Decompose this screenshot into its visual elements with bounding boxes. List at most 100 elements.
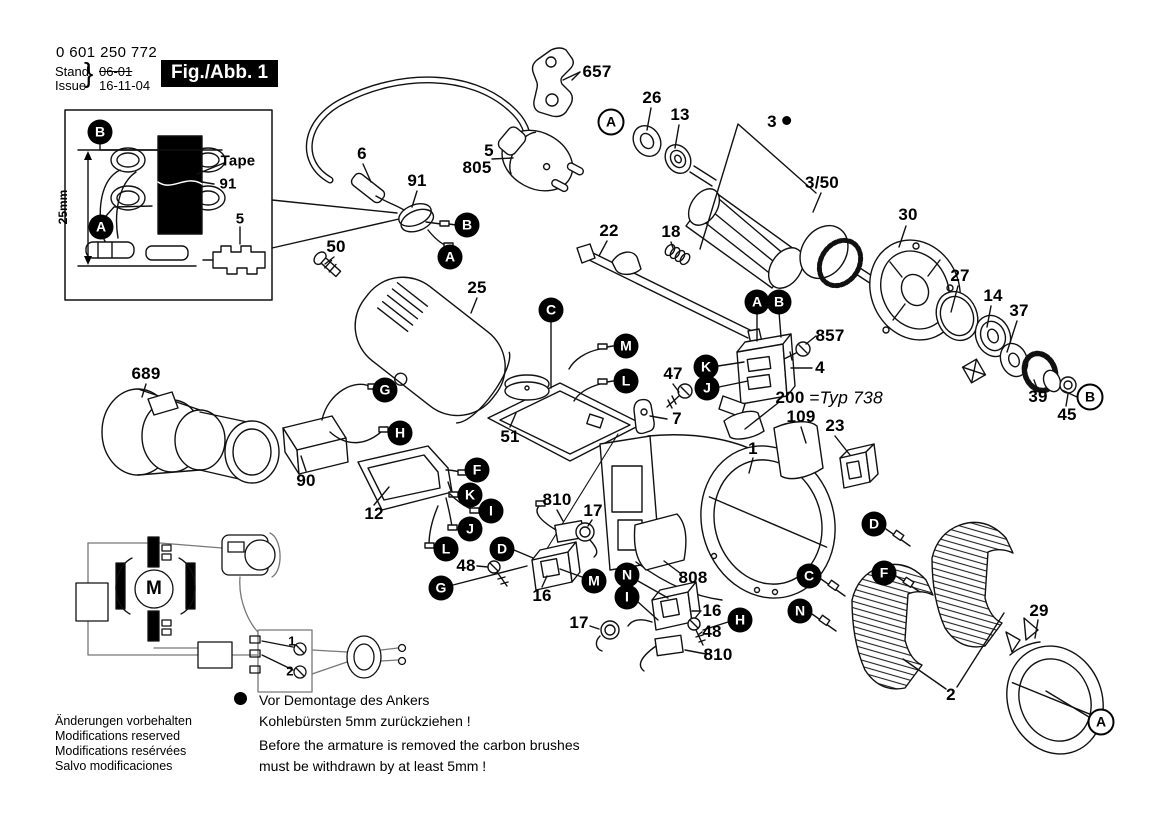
callout-filled-c: C	[538, 297, 564, 323]
part-label-50: 50	[326, 237, 346, 256]
part-label-2: 2	[286, 663, 294, 679]
gear-parts-27-45	[935, 285, 1078, 407]
callout-filled-l: L	[613, 368, 639, 394]
part-label-200: 200	[775, 388, 805, 407]
part-label-3-50: 3/50	[805, 173, 839, 192]
part-label-91: 91	[407, 171, 427, 190]
revision-line: Modifications resérvées	[55, 744, 187, 758]
callout-filled-h: H	[387, 420, 413, 446]
callout-filled-m: M	[581, 568, 607, 594]
callout-filled-j: J	[457, 516, 483, 542]
callout-filled-j: J	[694, 375, 720, 401]
callout-filled-h: H	[727, 607, 753, 633]
callout-filled-a: A	[437, 244, 463, 270]
part-label-3: 3	[767, 112, 791, 132]
part-label-6: 6	[357, 144, 367, 163]
power-cord-6	[305, 76, 585, 251]
callout-filled-a: A	[744, 289, 770, 315]
speed-module-51	[487, 321, 643, 462]
revision-line: Modifications reserved	[55, 729, 181, 743]
stand-value: 06-01	[99, 64, 133, 79]
part-label-1: 1	[748, 439, 758, 458]
part-label--typ-738: =Typ 738	[809, 387, 883, 408]
part-label-51: 51	[500, 427, 520, 446]
callout-filled-a: A	[88, 214, 114, 240]
part-label-1: 1	[288, 633, 296, 649]
part-label-810: 810	[703, 645, 733, 664]
part-label-23: 23	[825, 416, 845, 435]
callout-filled-k: K	[693, 354, 719, 380]
part-label-4: 4	[815, 358, 825, 377]
dust-cone-689	[101, 383, 280, 484]
part-label-25: 25	[467, 278, 487, 297]
part-label-29: 29	[1029, 601, 1049, 620]
part-label-109: 109	[786, 407, 816, 426]
part-label-5: 5	[484, 141, 494, 160]
part-label-16: 16	[532, 586, 552, 605]
part-label-657: 657	[582, 62, 612, 81]
inset-detail-box	[64, 109, 400, 301]
inset-dimension-label: 25mm	[56, 189, 70, 225]
revision-line: Salvo modificaciones	[55, 759, 173, 773]
armature-3	[632, 107, 893, 296]
brush-plate-12	[357, 445, 480, 549]
part-label-689: 689	[131, 364, 161, 383]
callout-filled-l: L	[433, 536, 459, 562]
switch-4	[717, 311, 817, 418]
note-en-line2: must be withdrawn by at least 5mm !	[259, 758, 487, 774]
issue-value: 16-11-04	[99, 78, 151, 93]
callout-filled-f: F	[464, 457, 490, 483]
part-label-39: 39	[1028, 387, 1048, 406]
callout-filled-k: K	[457, 482, 483, 508]
callout-filled-f: F	[871, 560, 897, 586]
note-en-line1: Before the armature is removed the carbo…	[259, 737, 580, 753]
revision-line: Änderungen vorbehalten	[55, 714, 192, 728]
part-label-30: 30	[898, 205, 918, 224]
part-label-91: 91	[219, 175, 237, 193]
part-label-17: 17	[583, 501, 603, 520]
part-label-13: 13	[670, 105, 690, 124]
callout-filled-d: D	[489, 536, 515, 562]
part-label-26: 26	[642, 88, 662, 107]
callout-outlined-b: B	[1076, 383, 1104, 411]
note-bullet-icon	[234, 692, 247, 705]
document-part-number: 0 601 250 772	[56, 44, 158, 61]
part-label-90: 90	[296, 471, 316, 490]
part-label-tape: Tape	[220, 152, 256, 170]
part-label-37: 37	[1009, 301, 1029, 320]
callout-filled-n: N	[614, 562, 640, 588]
capacitor-90	[282, 383, 391, 475]
part-label-45: 45	[1057, 405, 1077, 424]
part-label-47: 47	[663, 364, 683, 383]
callout-filled-g: G	[428, 575, 454, 601]
note-de-line2: Kohlebürsten 5mm zurückziehen !	[259, 713, 471, 729]
motor-housing-25	[313, 251, 511, 424]
stand-label: Stand	[55, 64, 89, 79]
bracket-657	[531, 47, 581, 118]
service-dot-icon	[781, 116, 791, 125]
callout-filled-b: B	[454, 212, 480, 238]
stand-issue-brace: }	[84, 57, 94, 88]
callout-filled-i: I	[478, 498, 504, 524]
part-label-2: 2	[946, 685, 956, 704]
part-label-810: 810	[542, 490, 572, 509]
callout-filled-b: B	[87, 119, 113, 145]
field-housing-1	[539, 402, 879, 601]
callout-outlined-a: A	[597, 108, 625, 136]
callout-filled-i: I	[614, 584, 640, 610]
callout-filled-g: G	[372, 377, 398, 403]
part-label-48: 48	[456, 556, 476, 575]
spring-18	[664, 243, 691, 266]
air-baffle-29	[1005, 617, 1104, 755]
callout-outlined-a: A	[1087, 708, 1115, 736]
callout-filled-n: N	[787, 598, 813, 624]
note-de-line1: Vor Demontage des Ankers	[259, 692, 430, 708]
callout-filled-d: D	[861, 511, 887, 537]
part-label-5: 5	[235, 210, 245, 228]
part-label-12: 12	[364, 504, 384, 523]
stator-coils-2	[811, 521, 1014, 690]
callout-filled-m: M	[613, 333, 639, 359]
leader-lines	[562, 71, 581, 81]
